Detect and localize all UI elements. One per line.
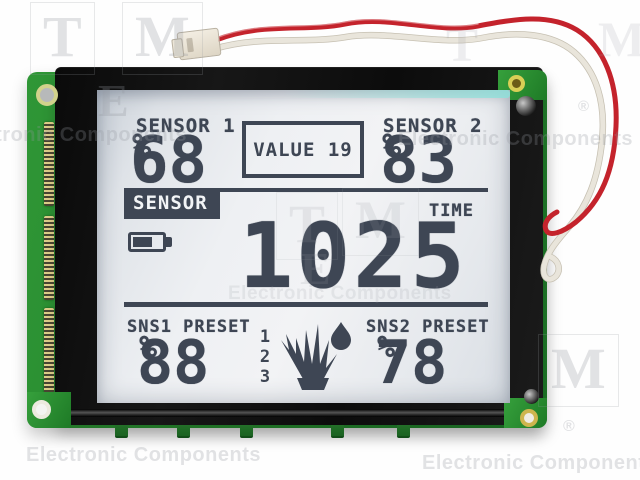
pcb-pin-strip — [44, 216, 54, 300]
sns2-number: 78 — [375, 328, 448, 398]
step-3: 3 — [259, 367, 271, 387]
pcb-tab — [331, 424, 344, 438]
grass-icon — [281, 324, 337, 386]
watermark-letter-t: T — [446, 19, 479, 72]
wire-connector — [176, 27, 222, 61]
percent-sign: % — [132, 126, 152, 164]
sns1-number: 88 — [137, 328, 210, 398]
watermark-letter-m: M — [598, 11, 640, 67]
bezel-lip-highlight — [66, 409, 538, 417]
watermark-brand-text: Electronic Components — [422, 452, 640, 474]
pcb-tab — [240, 424, 253, 438]
pcb-tab — [397, 424, 410, 438]
sns1-preset-label: SNS1 PRESET — [127, 317, 251, 337]
step-2: 2 — [259, 347, 271, 367]
value-box-text: VALUE 19 — [253, 138, 353, 161]
lcd-screen: SENSOR 1 68% VALUE 19 SENSOR 2 83% SENSO… — [97, 90, 510, 403]
watermark-letter-m: M — [538, 334, 619, 407]
divider — [124, 302, 488, 307]
sensor-section-tag: SENSOR — [124, 188, 220, 219]
pcb-pin-strip — [44, 122, 54, 206]
mounting-hole — [520, 409, 538, 427]
mounting-hole — [36, 84, 58, 106]
screw — [516, 96, 536, 116]
plant-base — [297, 378, 329, 390]
battery-terminal — [166, 237, 172, 247]
step-1: 1 — [259, 327, 271, 347]
glass-reflection — [282, 90, 510, 98]
pcb-pin-strip — [44, 308, 54, 396]
sns2-preset-label: SNS2 PRESET — [366, 317, 490, 337]
watermark-letter-t: T — [30, 2, 95, 75]
sensor1-number: 68 — [130, 124, 208, 198]
value-box: VALUE 19 — [242, 121, 364, 178]
watermark-registered-mark: ® — [563, 418, 575, 435]
water-droplet-icon — [331, 322, 351, 350]
pcb-tab — [115, 424, 128, 438]
percent-sign: % — [139, 330, 158, 365]
step-list: 1 2 3 — [258, 327, 272, 387]
red-wire-highlight — [215, 18, 479, 39]
watermark-registered-mark: ® — [578, 98, 590, 115]
sensor1-label: SENSOR 1 — [136, 115, 236, 137]
battery-two-thirds-icon — [128, 232, 166, 252]
percent-sign: % — [377, 330, 396, 365]
screw — [524, 389, 539, 404]
mounting-hole — [32, 400, 51, 419]
plant-watering-icon — [281, 322, 351, 390]
watermark-brand-text: Electronic Components — [26, 444, 261, 466]
percent-sign: % — [382, 126, 402, 164]
pcb-tab — [177, 424, 190, 438]
main-reading: 1025 — [239, 204, 468, 309]
mounting-hole — [508, 75, 525, 92]
